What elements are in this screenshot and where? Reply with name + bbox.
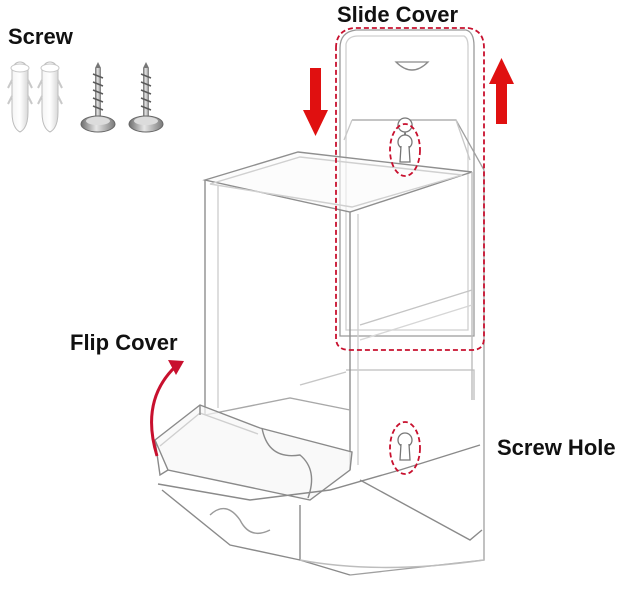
arrow-up-icon (489, 58, 514, 124)
dispenser-body (202, 151, 473, 470)
wall-anchor-icon (7, 61, 33, 133)
slide-cover-label: Slide Cover (337, 2, 459, 27)
screw-label: Screw (8, 24, 73, 49)
flip-cover-tray (154, 404, 485, 576)
screw-hole-highlight (389, 123, 421, 177)
keyhole-icon (397, 432, 413, 461)
screw-hole-highlight (389, 421, 421, 475)
slide-cover-panel (339, 29, 475, 337)
wall-anchor-icon (37, 61, 63, 133)
arrow-down-icon (303, 68, 328, 136)
keyhole-icon (397, 117, 413, 163)
flip-cover-label: Flip Cover (70, 330, 178, 355)
flip-arrow-icon (150, 360, 184, 457)
screw-hole-label: Screw Hole (497, 435, 616, 460)
screw-icon (128, 62, 164, 133)
screw-icon (80, 62, 116, 133)
slide-cover-highlight (335, 27, 485, 351)
